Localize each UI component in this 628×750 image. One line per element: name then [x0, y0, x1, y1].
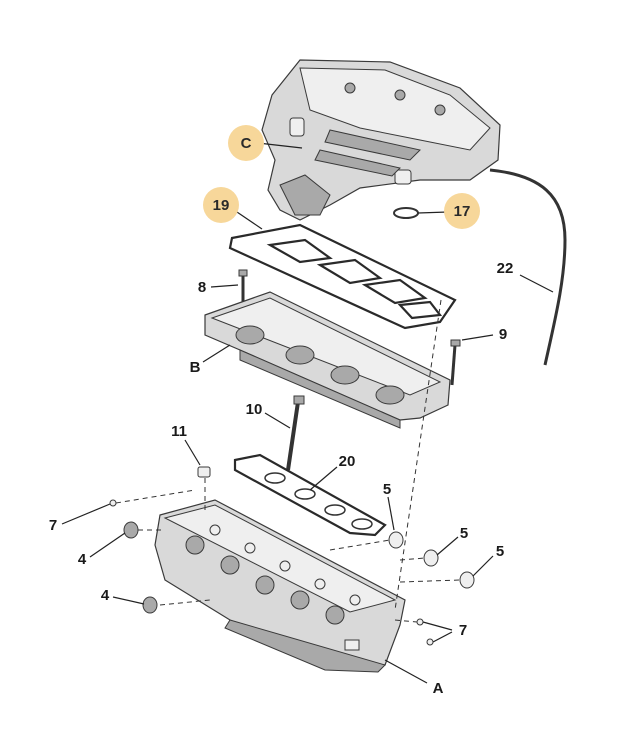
gasket-20: [233, 453, 387, 537]
stud-7-left: [109, 499, 117, 507]
plug-4-lower: [142, 596, 158, 614]
callout-9: 9: [499, 326, 507, 343]
stud-7-right-b: [426, 638, 434, 646]
callout-c: C: [241, 135, 252, 152]
callout-7-right: 7: [459, 622, 467, 639]
plug-4-upper: [123, 521, 139, 539]
seal-ring-17: [393, 207, 419, 219]
callout-22: 22: [497, 260, 514, 277]
callout-5-c: 5: [496, 543, 504, 560]
plug-5-a: [388, 531, 404, 549]
callout-b: B: [190, 359, 201, 376]
plug-5-c: [459, 571, 475, 589]
callout-8: 8: [198, 279, 206, 296]
callout-17: 17: [454, 203, 471, 220]
callout-7-left: 7: [49, 517, 57, 534]
callout-5-a: 5: [383, 481, 391, 498]
callout-20: 20: [339, 453, 356, 470]
callout-19: 19: [213, 197, 230, 214]
leader-lines: [61, 142, 554, 684]
callout-a: A: [433, 680, 444, 697]
highlight-17: [444, 193, 480, 229]
gasket-19: [228, 223, 457, 330]
callout-11: 11: [171, 423, 187, 440]
highlight-c: [228, 125, 264, 161]
intake-manifold: [261, 59, 501, 221]
callout-4-upper: 4: [78, 551, 87, 568]
stud-7-right-a: [416, 618, 424, 626]
cylinder-head-a: [154, 499, 406, 673]
bolt-9: [450, 339, 461, 386]
assembly-lines: [115, 299, 461, 623]
cam-carrier-b: [204, 291, 451, 429]
plug-11: [197, 466, 211, 478]
highlight-19: [203, 187, 239, 223]
pipe-22: [489, 168, 567, 366]
plug-5-b: [423, 549, 439, 567]
callout-5-b: 5: [460, 525, 468, 542]
callout-4-lower: 4: [101, 587, 110, 604]
callout-10: 10: [246, 401, 263, 418]
bolt-10: [286, 395, 305, 471]
